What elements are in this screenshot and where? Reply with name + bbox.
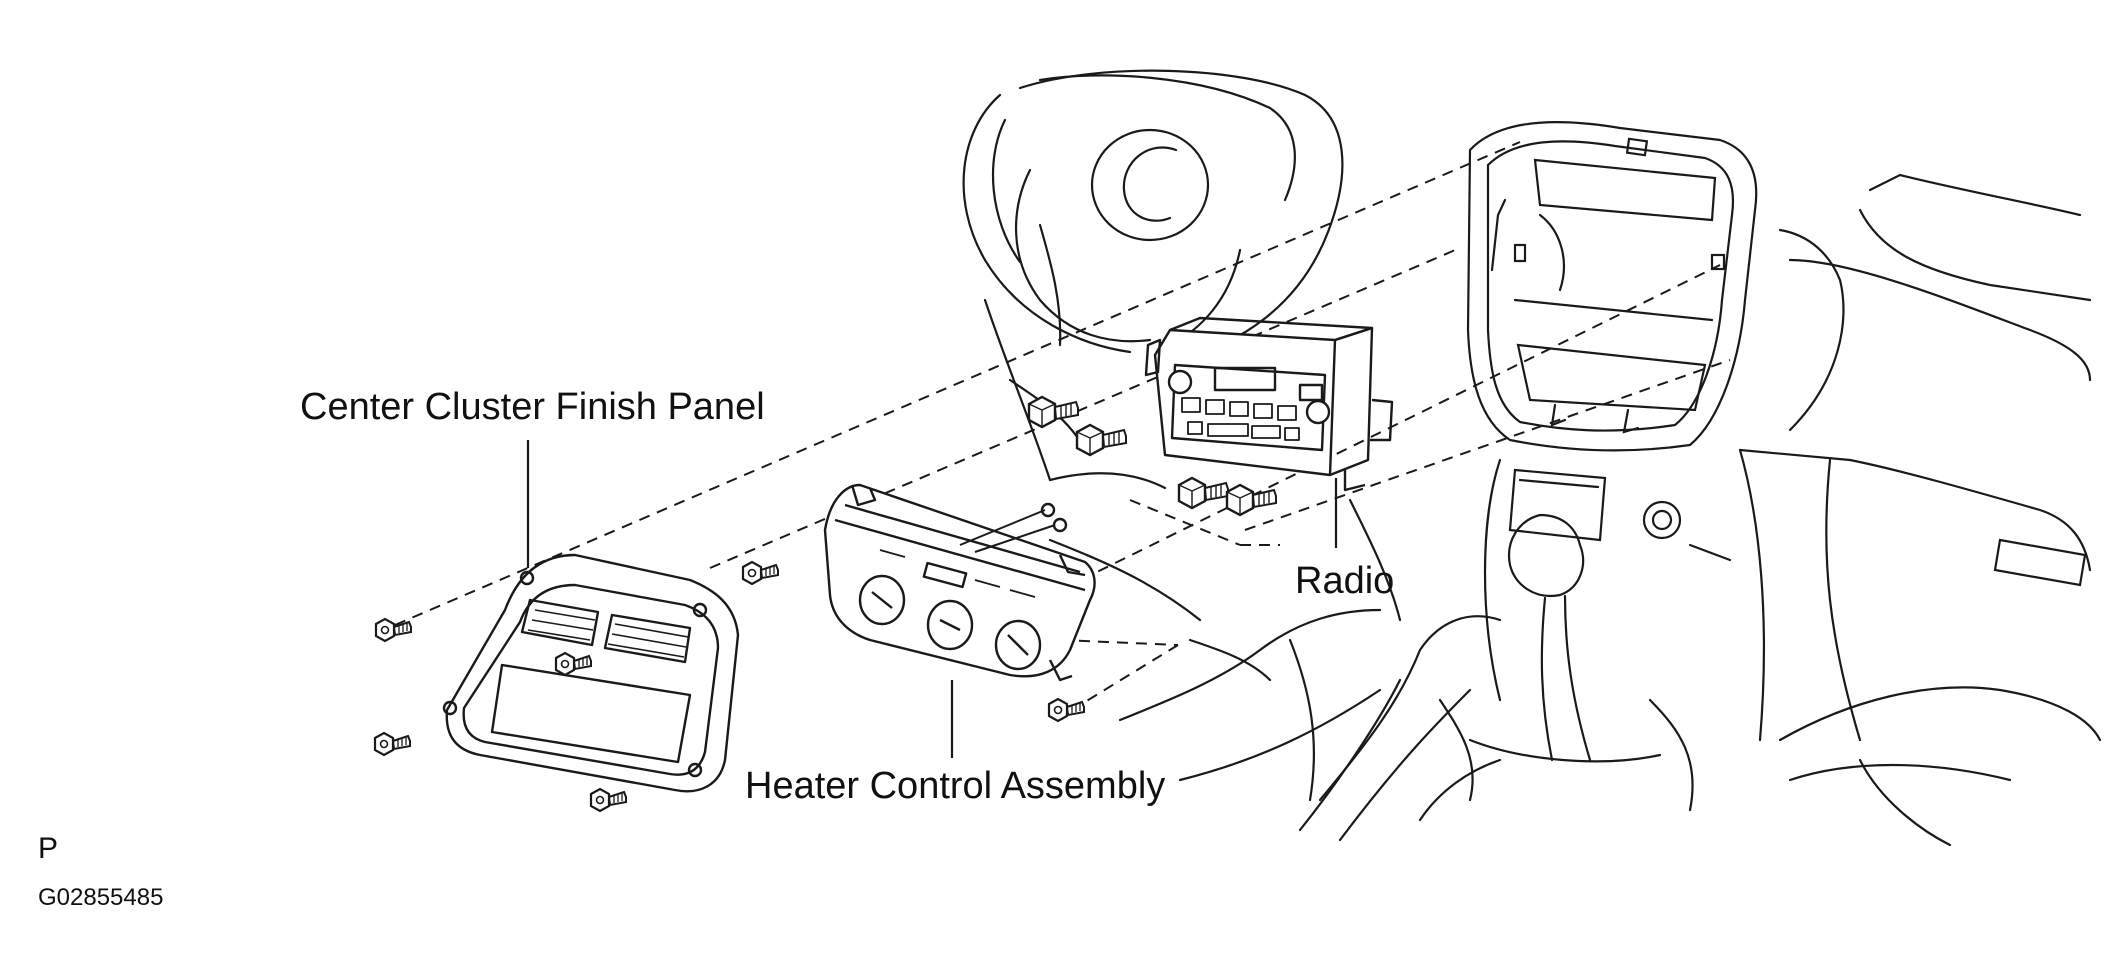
screw-1 (374, 617, 413, 643)
screw-2 (373, 731, 412, 757)
radio-unit (1144, 316, 1394, 492)
screw-3 (589, 787, 628, 813)
dashboard-linework (962, 69, 2102, 847)
heater-control-assembly (823, 483, 1096, 682)
bolt-1 (1027, 395, 1080, 429)
bolt-2 (1075, 423, 1128, 457)
label-center-cluster-finish-panel: Center Cluster Finish Panel (300, 386, 765, 428)
page-code: P (38, 832, 59, 865)
screw-6 (1047, 697, 1086, 723)
label-radio: Radio (1295, 560, 1395, 602)
label-heater-control-assembly: Heater Control Assembly (745, 765, 1166, 807)
bolt-3 (1177, 476, 1230, 510)
leader-lines (526, 440, 1338, 758)
bolt-4 (1225, 483, 1278, 517)
center-cluster-finish-panel (442, 553, 740, 793)
figure-id: G02855485 (38, 884, 164, 911)
screw-5 (741, 560, 780, 586)
